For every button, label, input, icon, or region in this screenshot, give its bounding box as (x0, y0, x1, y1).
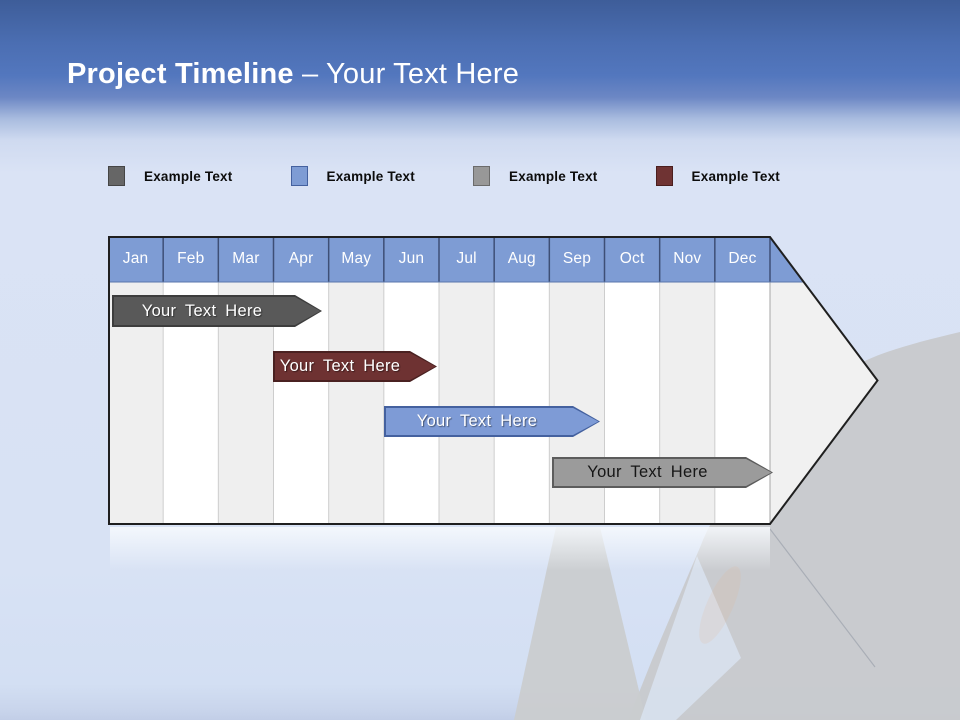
page-title: Project Timeline – Your Text Here (67, 58, 519, 91)
bar-label: Your Text Here (416, 412, 538, 430)
month-cell: Apr (288, 250, 314, 267)
gantt-timeline-chart: Jan Feb Mar Apr May Jun Jul Aug Sep Oct … (108, 236, 880, 525)
month-header-separators (162, 237, 771, 282)
legend-swatch-darkgray (108, 166, 125, 186)
month-cell: Jun (398, 250, 425, 267)
legend-label: Example Text (326, 168, 415, 184)
bar-label: Your Text Here (141, 301, 263, 320)
month-header-band (109, 237, 878, 282)
timeline-bar-blue: Your Text Here (384, 406, 600, 437)
legend-swatch-gray (473, 166, 491, 186)
legend-item: Example Text (290, 166, 415, 186)
month-cell: Sep (562, 250, 592, 267)
legend-item: Example Text (473, 166, 597, 186)
legend-item: Example Text (108, 166, 232, 186)
month-cell: Feb (177, 250, 205, 267)
month-cell: Jul (456, 250, 477, 267)
arrow-outline (108, 236, 879, 525)
month-cell: Dec (728, 250, 757, 267)
bar-label: Your Text Here (279, 357, 401, 375)
legend-label: Example Text (509, 168, 598, 184)
finger-gap-highlight (640, 556, 741, 720)
table-reflection (110, 527, 770, 571)
title-bold-text: Project Timeline (67, 58, 294, 90)
bar-label: Your Text Here (587, 463, 708, 481)
legend-label: Example Text (691, 168, 780, 184)
title-light-text: – Your Text Here (301, 58, 520, 90)
bar-fill (275, 353, 436, 381)
finger-wedge-shape (514, 527, 646, 720)
arrow-reflection-line (769, 528, 876, 668)
month-cell: Jan (122, 250, 149, 267)
bar-fill (386, 408, 599, 436)
legend: Example Text Example Text Example Text E… (108, 166, 780, 186)
month-cell: Nov (673, 250, 702, 267)
legend-label: Example Text (144, 168, 233, 184)
skin-tint-hint (699, 566, 741, 644)
legend-swatch-blue (290, 166, 308, 186)
month-cell: Aug (507, 250, 536, 267)
month-cell: May (341, 250, 372, 267)
legend-item: Example Text (655, 166, 780, 186)
month-header-row: Jan Feb Mar Apr May Jun Jul Aug Sep Oct … (108, 236, 770, 282)
month-cell: Oct (619, 250, 645, 267)
month-cell: Mar (232, 250, 260, 267)
timeline-bar-gray: Your Text Here (552, 457, 773, 488)
bar-fill (114, 297, 321, 326)
timeline-bar-darkgray: Your Text Here (112, 295, 322, 327)
bar-fill (554, 459, 772, 487)
legend-swatch-maroon (655, 166, 673, 186)
timeline-bar-maroon: Your Text Here (273, 351, 437, 382)
